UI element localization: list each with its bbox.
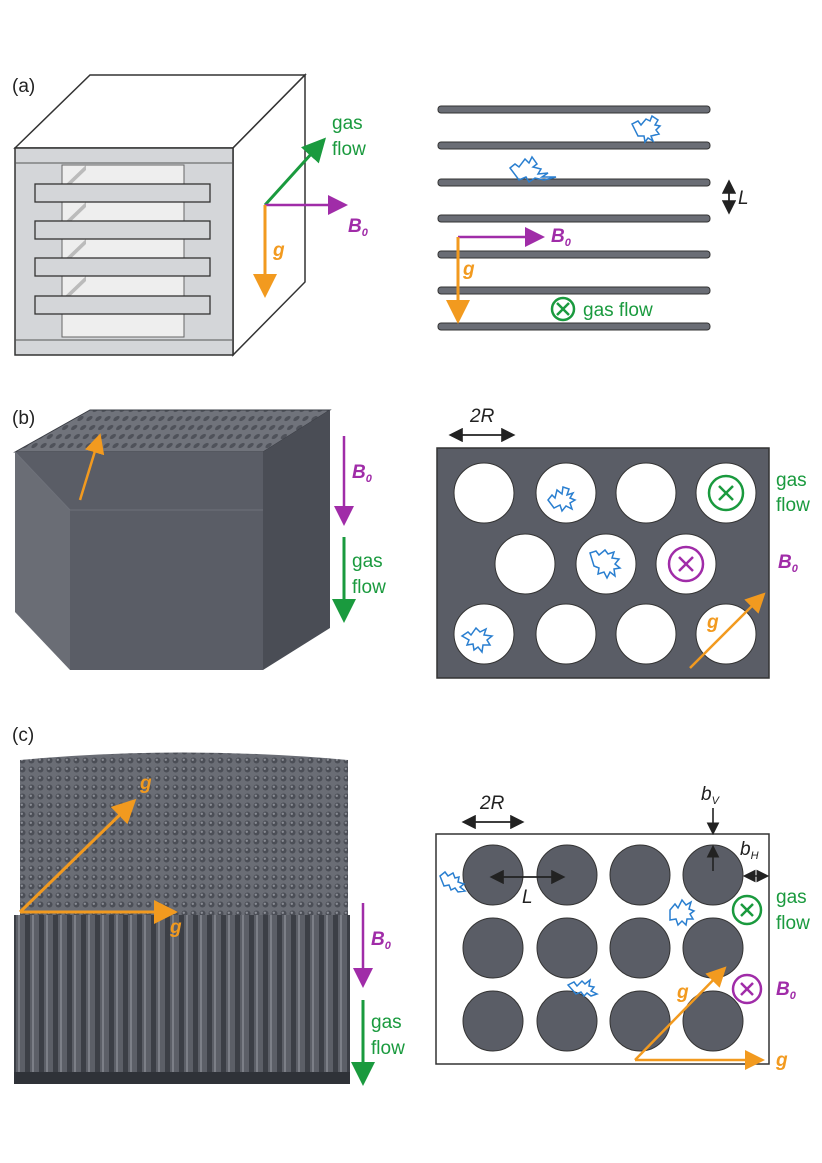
gas-label-b: gas xyxy=(352,551,383,572)
plates-cross-section xyxy=(437,105,711,331)
field-label-a: B0 xyxy=(348,216,369,239)
gap-h-label: bH xyxy=(740,839,759,862)
gas-label-c: gas xyxy=(371,1012,402,1033)
trajectory-1 xyxy=(630,114,662,144)
gas-flow-label-a2: gas flow xyxy=(583,300,653,321)
flow-label-b2: flow xyxy=(776,495,810,516)
gravity-arrow-b2-icon xyxy=(689,592,766,669)
flow-label-a: flow xyxy=(332,139,366,160)
gap-v-label: bV xyxy=(701,784,721,807)
trajectory-4 xyxy=(589,548,622,580)
trajectory-3 xyxy=(547,486,577,513)
trajectory-5 xyxy=(460,626,494,654)
gravity-label-c3: g xyxy=(676,982,689,1003)
circled-times-icon xyxy=(550,296,576,322)
gravity-label-c2: g xyxy=(169,917,182,938)
diameter-label-c: 2R xyxy=(479,793,505,814)
field-label-c2: B0 xyxy=(776,979,797,1002)
gravity-arrow-c3-icon xyxy=(634,966,727,1061)
gravity-label-c4: g xyxy=(775,1050,788,1071)
diameter-label-b: 2R xyxy=(469,406,495,427)
gravity-label-a2: g xyxy=(462,259,475,280)
panel-label-a: (a) xyxy=(12,76,35,97)
circled-times-field-c-icon xyxy=(731,973,763,1005)
gravity-arrow-b-icon xyxy=(78,433,105,501)
gas-label-b2: gas xyxy=(776,470,807,491)
gas-label-a: gas xyxy=(332,113,363,134)
panel-label-b: (b) xyxy=(12,408,35,429)
gas-flow-arrow-icon xyxy=(263,137,327,207)
circled-times-gas-c-icon xyxy=(731,894,763,926)
field-label-b2: B0 xyxy=(778,552,799,575)
pillar-cross-section xyxy=(435,833,770,1065)
field-label-a2: B0 xyxy=(551,226,572,249)
spacing-label-a: L xyxy=(738,188,749,209)
flow-label-c: flow xyxy=(371,1038,405,1059)
trajectory-8 xyxy=(566,978,599,998)
gravity-label-a: g xyxy=(272,240,285,261)
parallel-plate-cube xyxy=(13,73,307,357)
flow-label-c2: flow xyxy=(776,913,810,934)
gas-label-c2: gas xyxy=(776,887,807,908)
trajectory-6 xyxy=(439,870,467,893)
circled-times-field-b-icon xyxy=(667,545,705,583)
field-label-b: B0 xyxy=(352,462,373,485)
honeycomb-block xyxy=(13,409,332,670)
circled-times-gas-b-icon xyxy=(707,474,745,512)
gravity-label-c1: g xyxy=(139,773,152,794)
pitch-label-c: L xyxy=(522,887,533,908)
pillar-array-block xyxy=(14,752,350,1084)
trajectory-2 xyxy=(508,155,557,184)
trajectory-7 xyxy=(669,898,696,927)
panel-label-c: (c) xyxy=(12,725,34,746)
field-label-c: B0 xyxy=(371,929,392,952)
gravity-label-b2: g xyxy=(706,612,719,633)
flow-label-b: flow xyxy=(352,577,386,598)
gravity-arrow-c1-icon xyxy=(18,798,137,914)
